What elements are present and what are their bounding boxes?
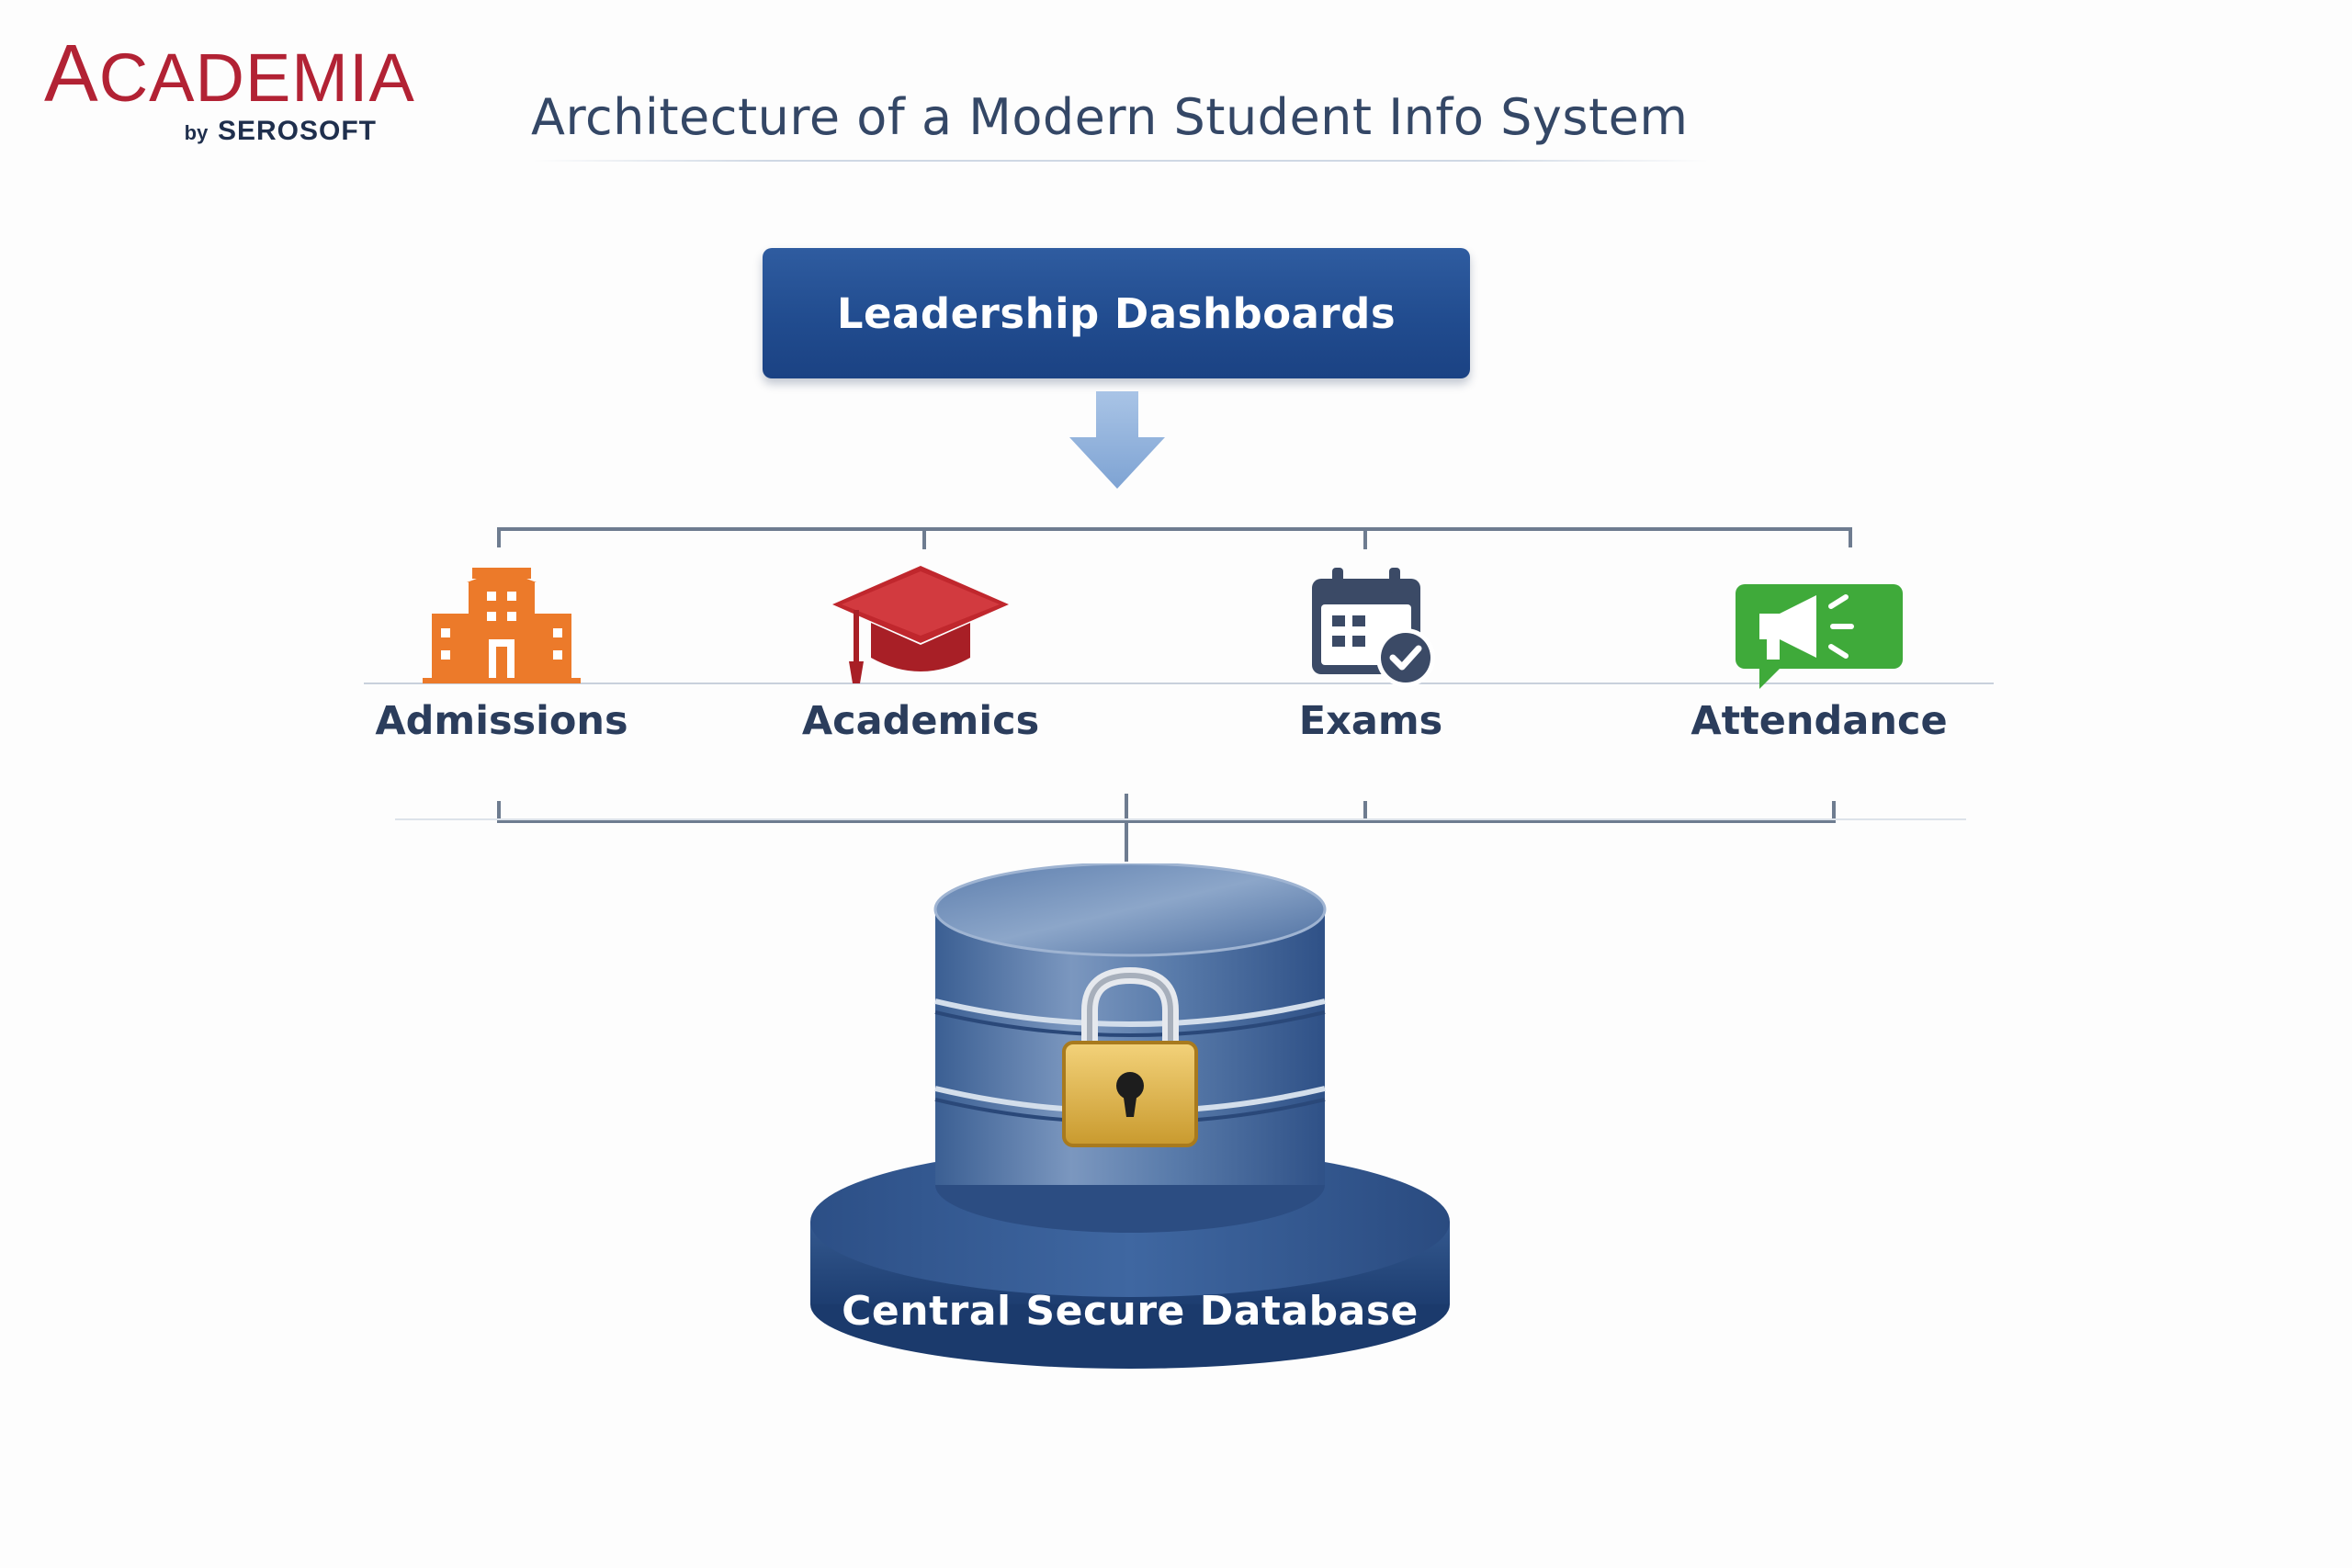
graduation-cap-icon: [832, 566, 1009, 683]
down-arrow-icon: [1069, 391, 1165, 489]
academia-logo: ACADEMIA by SEROSOFT: [44, 33, 414, 152]
top-bracket: [497, 527, 1852, 549]
central-database: Central Secure Database: [799, 862, 1461, 1378]
padlock-icon: [1062, 966, 1198, 1147]
logo-brand-initial: A: [44, 28, 99, 118]
megaphone-chat-icon: [1736, 584, 1903, 689]
school-building-icon: [423, 568, 581, 683]
bottom-bracket: [497, 794, 1836, 862]
logo-byline: by SEROSOFT: [185, 116, 377, 147]
title-divider: [533, 160, 1709, 162]
module-attendance: Attendance: [1654, 562, 1984, 773]
logo-company: SEROSOFT: [217, 116, 377, 146]
calendar-check-icon: [1312, 568, 1435, 687]
logo-brand-rest: CADEMIA: [98, 39, 415, 116]
module-label-admissions: Admissions: [375, 698, 628, 744]
logo-brand: ACADEMIA: [44, 33, 415, 114]
module-academics: Academics: [755, 562, 1086, 773]
database-cylinder-icon: [810, 862, 1450, 1369]
module-admissions: Admissions: [336, 562, 667, 773]
module-exams: Exams: [1205, 562, 1536, 773]
leadership-dashboards-box: Leadership Dashboards: [763, 248, 1470, 378]
module-label-attendance: Attendance: [1690, 698, 1948, 744]
module-label-academics: Academics: [801, 698, 1040, 744]
module-label-exams: Exams: [1298, 698, 1443, 744]
logo-by-text: by: [184, 121, 209, 144]
database-label: Central Secure Database: [842, 1288, 1419, 1335]
page-title: Architecture of a Modern Student Info Sy…: [531, 88, 1689, 146]
leadership-dashboards-label: Leadership Dashboards: [836, 288, 1396, 338]
